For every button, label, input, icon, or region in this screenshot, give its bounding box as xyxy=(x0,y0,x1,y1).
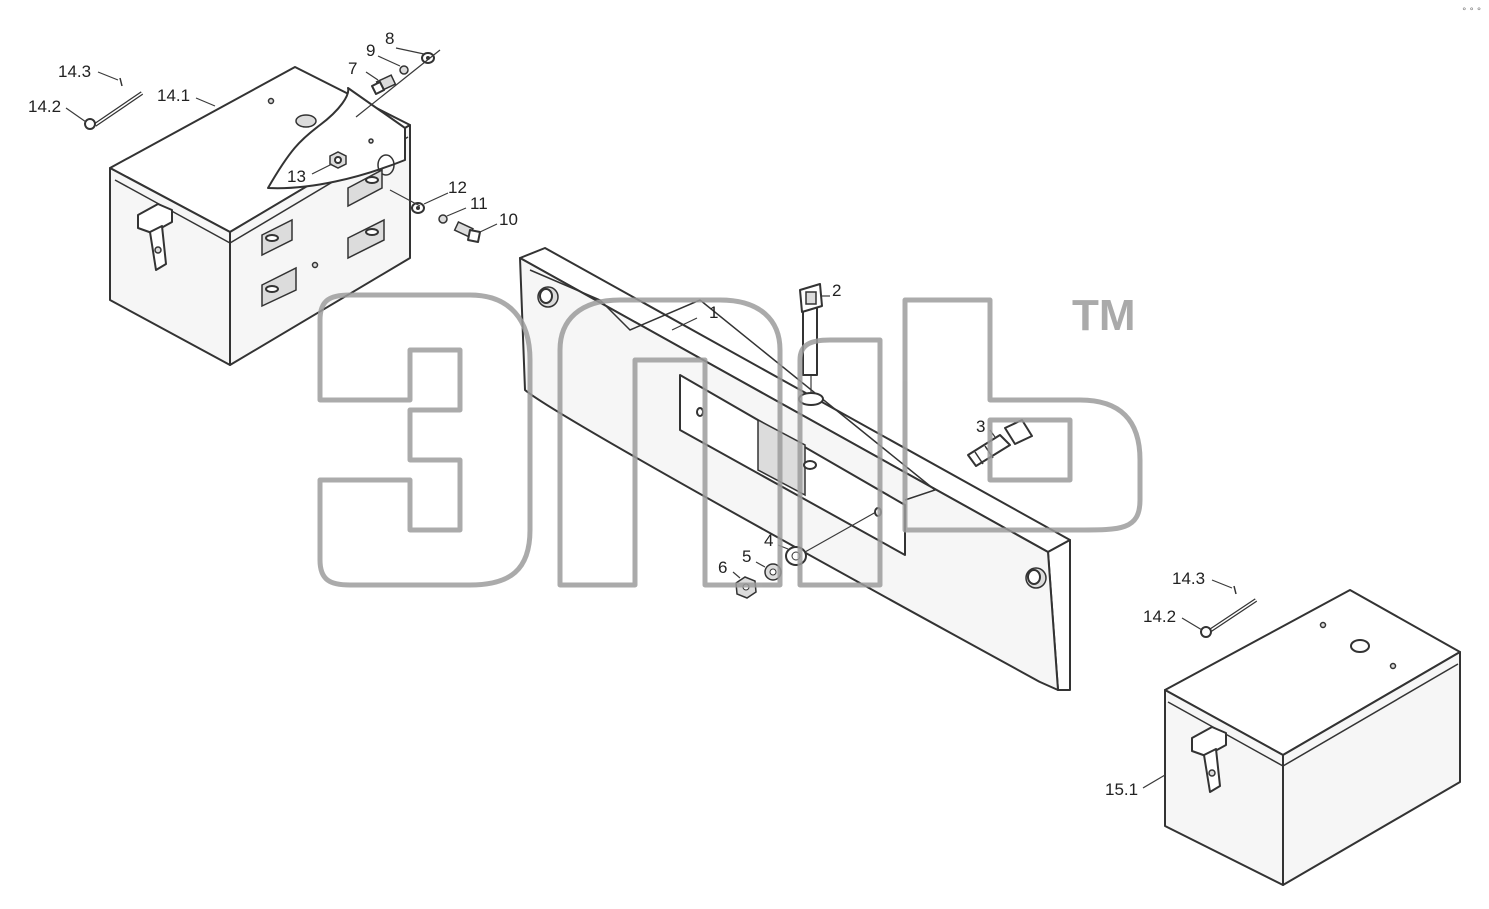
callout-14-1: 14.1 xyxy=(157,86,190,105)
callout-14-3-bottom: 14.3 xyxy=(1172,569,1205,588)
trademark-symbol: TM xyxy=(1072,291,1136,340)
toolbox-left xyxy=(109,66,411,366)
callout-8: 8 xyxy=(385,29,394,48)
latch-icon xyxy=(1191,726,1227,757)
mounting-slots xyxy=(261,168,385,308)
callout-14-2-bottom: 14.2 xyxy=(1143,607,1176,626)
callout-1: 1 xyxy=(709,303,718,322)
callout-10: 10 xyxy=(499,210,518,229)
bolt-10-assembly xyxy=(389,189,481,243)
callout-4: 4 xyxy=(764,531,773,550)
corner-mark: ° ° ° xyxy=(1462,7,1481,17)
callout-3: 3 xyxy=(976,417,985,436)
callout-7: 7 xyxy=(348,59,357,78)
callout-labels: 1 2 3 4 5 6 7 8 9 10 11 12 13 14.1 14.2 … xyxy=(28,29,1205,799)
callout-13: 13 xyxy=(287,167,306,186)
callout-5: 5 xyxy=(742,547,751,566)
callout-12: 12 xyxy=(448,178,467,197)
watermark-logo: TM xyxy=(317,291,1143,588)
toolbox-right xyxy=(1164,589,1461,886)
cross-member-beam xyxy=(519,247,1071,691)
pin-and-split-pin-bottom xyxy=(1200,585,1258,638)
pin-and-split-pin-top xyxy=(84,77,144,130)
bolt-7-assembly xyxy=(355,49,441,118)
callout-6: 6 xyxy=(718,558,727,577)
callout-11: 11 xyxy=(470,194,488,213)
locking-pin-2 xyxy=(799,283,823,393)
callout-2: 2 xyxy=(832,281,841,300)
latch-icon xyxy=(137,203,173,234)
leader-lines xyxy=(65,47,1233,789)
callout-15-1: 15.1 xyxy=(1105,780,1138,799)
callout-9: 9 xyxy=(366,41,375,60)
callout-14-3-top: 14.3 xyxy=(58,62,91,81)
callout-14-2-top: 14.2 xyxy=(28,97,61,116)
